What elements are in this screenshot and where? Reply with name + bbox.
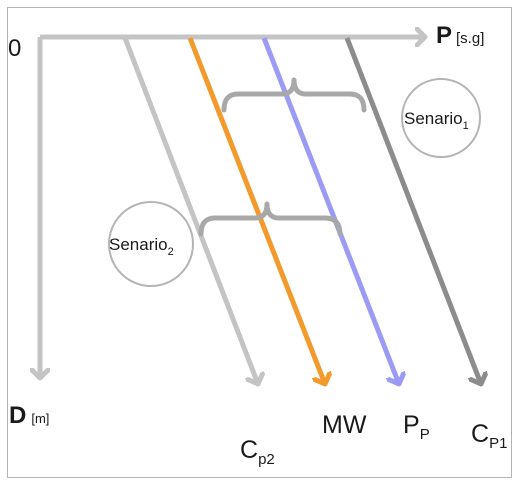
brace-senario-1 xyxy=(221,77,367,113)
senario-2-circle xyxy=(108,201,194,287)
line-cp1-label: CP1 xyxy=(471,420,507,452)
line-pp xyxy=(261,37,399,384)
diagram-frame xyxy=(7,7,512,478)
senario-1-circle xyxy=(401,78,481,158)
brace-senario-2 xyxy=(198,201,343,237)
line-pp-label: PP xyxy=(403,411,430,443)
senario-1-label: Senario1 xyxy=(404,109,469,132)
line-cp1 xyxy=(344,37,481,384)
origin-label: 0 xyxy=(8,35,21,62)
line-cp2 xyxy=(122,37,258,384)
x-axis-label: P[s.g] xyxy=(436,22,484,49)
senario-2-label: Senario2 xyxy=(109,235,174,258)
line-mw-label: MW xyxy=(322,411,367,439)
line-mw xyxy=(187,37,325,384)
line-cp2-label: Cp2 xyxy=(240,436,275,468)
y-axis-label: D[m] xyxy=(9,402,49,429)
